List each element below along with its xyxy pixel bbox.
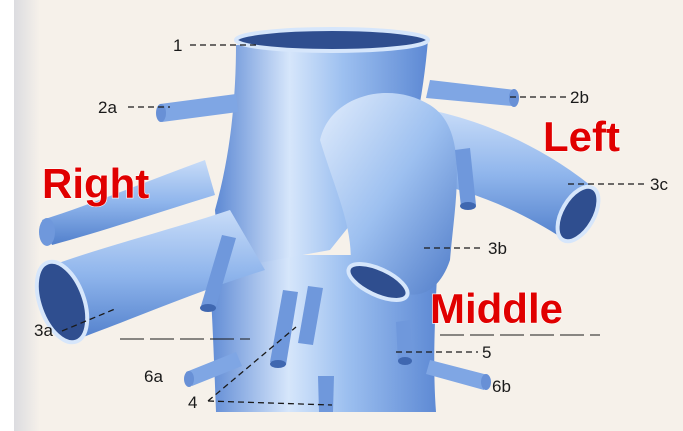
label-2a: 2a: [98, 98, 117, 117]
label-5: 5: [482, 343, 491, 362]
overlay-middle: Middle: [430, 285, 563, 332]
branch-2b: [426, 80, 515, 106]
stub-4-bottom: [318, 376, 334, 412]
label-3a: 3a: [34, 321, 53, 340]
label-4: 4: [188, 393, 197, 412]
branch-2a: [160, 94, 238, 122]
overlay-right: Right: [42, 160, 149, 207]
label-3c: 3c: [650, 175, 668, 194]
main-vessel-1-opening: [236, 29, 428, 51]
overlay-left: Left: [543, 113, 620, 160]
right-upper-branch-end: [39, 218, 55, 246]
branch-6b: [426, 360, 488, 390]
label-3b: 3b: [488, 239, 507, 258]
label-2b: 2b: [570, 88, 589, 107]
label-6b: 6b: [492, 377, 511, 396]
label-1: 1: [173, 36, 182, 55]
stub-5: [396, 320, 412, 362]
label-6a: 6a: [144, 367, 163, 386]
